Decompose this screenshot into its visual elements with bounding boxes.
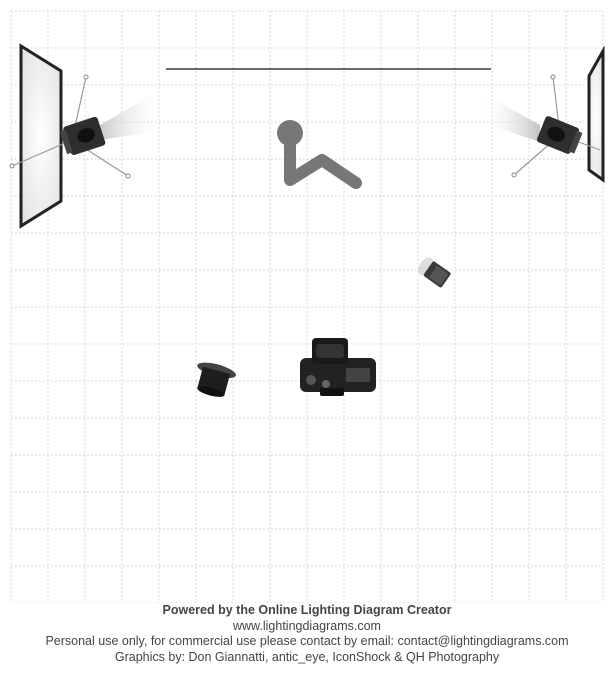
grid [10,10,604,603]
lighting-diagram-canvas [9,10,605,603]
right-strobe-light[interactable] [480,74,601,178]
footer: Powered by the Online Lighting Diagram C… [0,603,614,665]
camera[interactable] [300,338,376,396]
website-link[interactable]: www.lightingdiagrams.com [233,618,381,633]
powered-by-text: Powered by the Online Lighting Diagram C… [162,603,452,617]
left-strobe-light[interactable] [9,74,165,179]
speedlight-flash[interactable] [415,255,452,289]
credits-text: Graphics by: Don Giannatti, antic_eye, I… [114,649,500,664]
subject-person-seated[interactable] [277,120,362,189]
license-text: Personal use only, for commercial use pl… [45,634,569,648]
snoot-light[interactable] [191,359,238,400]
right-reflector-panel[interactable] [587,45,605,183]
left-reflector-panel[interactable] [19,43,63,229]
